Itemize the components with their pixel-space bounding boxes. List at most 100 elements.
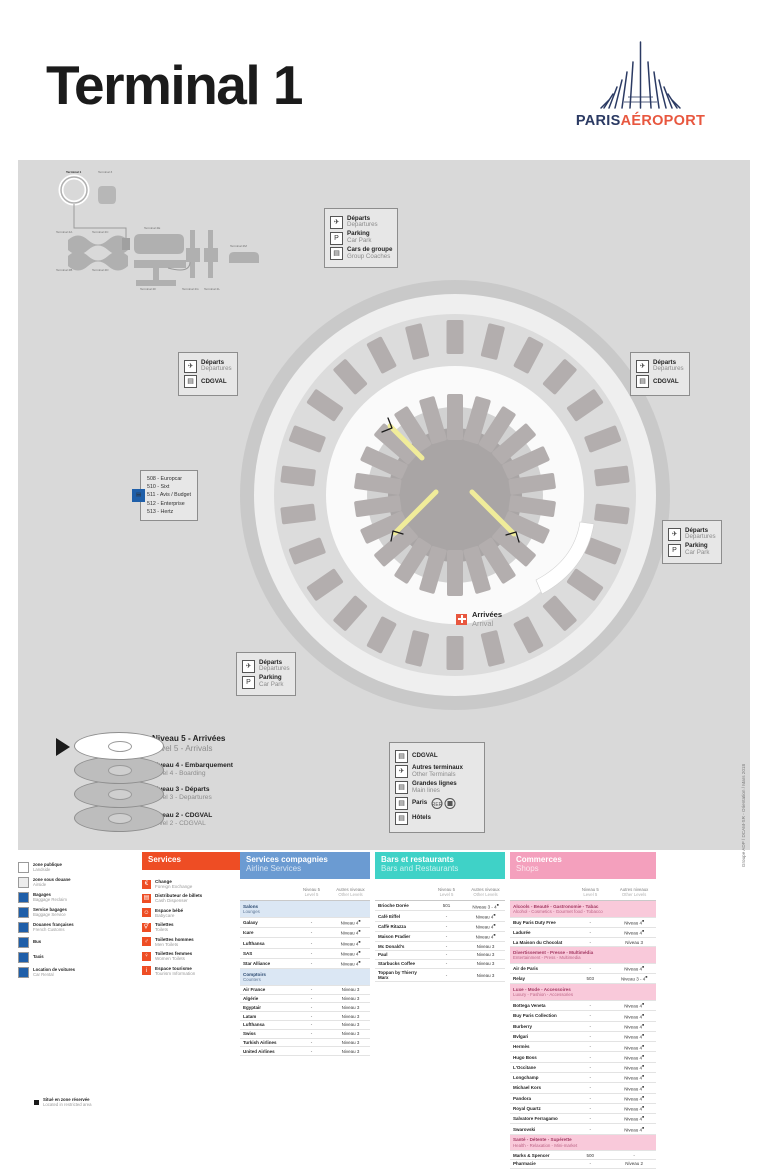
babycare-icon: ☺ <box>142 908 151 918</box>
row-level5: - <box>568 1000 613 1012</box>
table-row: Swiss - Niveau 3 <box>240 1029 370 1039</box>
row-other-levels: Niveau 3 <box>331 1011 370 1021</box>
train-icon: ▤ <box>395 781 408 795</box>
infobox-label-en: Departures <box>685 533 716 541</box>
row-other-levels: Niveau 4■ <box>331 958 370 970</box>
airline-services-header: Services compagnies Airline Services <box>240 852 370 879</box>
row-level5: - <box>427 921 466 933</box>
row-name: Michael Kors <box>510 1082 569 1094</box>
table-row: Maison Pradier - Niveau 4■ <box>375 931 505 943</box>
infobox-label-fr: Parking <box>685 542 708 550</box>
level-selector-legend[interactable]: Niveau 5 - Arrivées Level 5 - Arrivals N… <box>56 732 246 837</box>
row-other-levels: Niveau 4■ <box>466 910 505 922</box>
minimap-label-terminal-3: Terminal 3 <box>98 170 113 174</box>
row-other-levels: Niveau 4■ <box>331 948 370 959</box>
eiffel-tower-icon <box>600 41 681 109</box>
level-label-3[interactable]: Niveau 3 - Départs Level 3 - Departures <box>152 786 212 801</box>
row-name: Pandora <box>510 1093 569 1104</box>
car-rental-box[interactable]: ▤ 508 - Europcar 510 - Sixt 511 - Avis /… <box>132 470 198 522</box>
infobox-label-fr: Autres terminaux <box>412 764 463 771</box>
row-other-levels: Niveau 4■ <box>612 1010 656 1022</box>
row-level5: - <box>568 1123 613 1135</box>
infobox-label-en: Group Coaches <box>347 252 391 260</box>
men-toilets-icon: ♂ <box>142 937 151 947</box>
currency-exchange-icon: € <box>142 879 151 889</box>
row-level5: - <box>292 1038 331 1048</box>
level-disc-2[interactable] <box>74 804 164 832</box>
row-level5: - <box>427 941 466 952</box>
row-name: Toppan by Thierry Marx <box>375 968 427 983</box>
map-key-swatch <box>18 907 29 918</box>
row-name: Longchamp <box>510 1072 569 1084</box>
infobox-label-fr: Parking <box>347 230 370 238</box>
row-name: Maison Pradier <box>375 931 427 943</box>
map-key-swatch <box>18 892 29 903</box>
table-row: Caffè Ritazza - Niveau 4■ <box>375 921 505 933</box>
infobox-row: ▤ Hôtels <box>395 812 479 826</box>
map-key-swatch <box>18 952 29 963</box>
row-name: Air de Paris <box>510 963 569 975</box>
car-rental-row: 511 - Avis / Budget <box>147 492 191 499</box>
row-level5: - <box>292 1046 331 1057</box>
row-name: Turkish Airlines <box>240 1038 292 1048</box>
level-disc-3[interactable] <box>74 780 164 808</box>
infobox-label-en: Departures <box>201 365 232 373</box>
minimap-label-terminal-2b: Terminal 2B <box>56 268 73 272</box>
page-header: Terminal 1 PARISAÉROPORT <box>0 0 768 155</box>
table-row: Royal Quartz - Niveau 4■ <box>510 1103 656 1115</box>
row-other-levels: Niveau 3 <box>331 1029 370 1039</box>
coach-icon: ▤ <box>330 247 343 261</box>
infobox-label-fr: Départs <box>201 358 225 366</box>
departures-icon: ✈ <box>184 359 197 373</box>
row-name: L'Occitane <box>510 1062 569 1073</box>
arrivals-label-fr: Arrivées <box>472 610 503 619</box>
row-level5: 500 <box>568 1150 613 1161</box>
row-other-levels: Niveau 4■ <box>612 1031 656 1043</box>
infobox-label-fr: Parking <box>259 674 282 682</box>
row-level5: 503 <box>568 973 613 985</box>
row-level5: - <box>568 1159 613 1169</box>
level-label-2[interactable]: Niveau 2 - CDGVAL Level 2 - CDGVAL <box>152 812 213 827</box>
level-label-5[interactable]: Niveau 5 - Arrivées Level 5 - Arrivals <box>152 734 226 753</box>
map-key-item: Taxis <box>18 952 138 963</box>
first-aid-icon <box>456 613 467 625</box>
row-level5: - <box>568 1072 613 1084</box>
hotel-icon: ▤ <box>395 812 408 826</box>
level-disc-4[interactable] <box>74 756 164 784</box>
row-other-levels: Niveau 4■ <box>612 1082 656 1094</box>
table-row: Buy Paris Duty Free - Niveau 4■ <box>510 917 656 929</box>
level-label-4[interactable]: Niveau 4 - Embarquement Level 4 - Boardi… <box>152 762 233 777</box>
row-other-levels: Niveau 3 <box>331 985 370 995</box>
minimap-label-terminal-2m: Terminal 2M <box>230 244 247 248</box>
row-level5: - <box>568 937 613 948</box>
level-disc-5[interactable] <box>74 732 164 760</box>
plane-icon: ✈ <box>395 765 408 779</box>
row-level5: - <box>292 985 331 995</box>
row-name: Latam <box>240 1011 292 1021</box>
infobox-label-fr: Paris <box>412 798 428 806</box>
terminal-structures <box>280 320 630 670</box>
table-row: Hermès - Niveau 4■ <box>510 1041 656 1053</box>
brand-paris: PARIS <box>575 113 621 129</box>
row-name: Bvlgari <box>510 1031 569 1043</box>
legend-column-airline-services: Services compagnies Airline Services Niv… <box>240 852 370 1057</box>
row-level5: - <box>292 948 331 959</box>
row-name: La Maison du Chocolat <box>510 937 569 948</box>
row-other-levels: Niveau 3 - 4■ <box>612 973 656 985</box>
